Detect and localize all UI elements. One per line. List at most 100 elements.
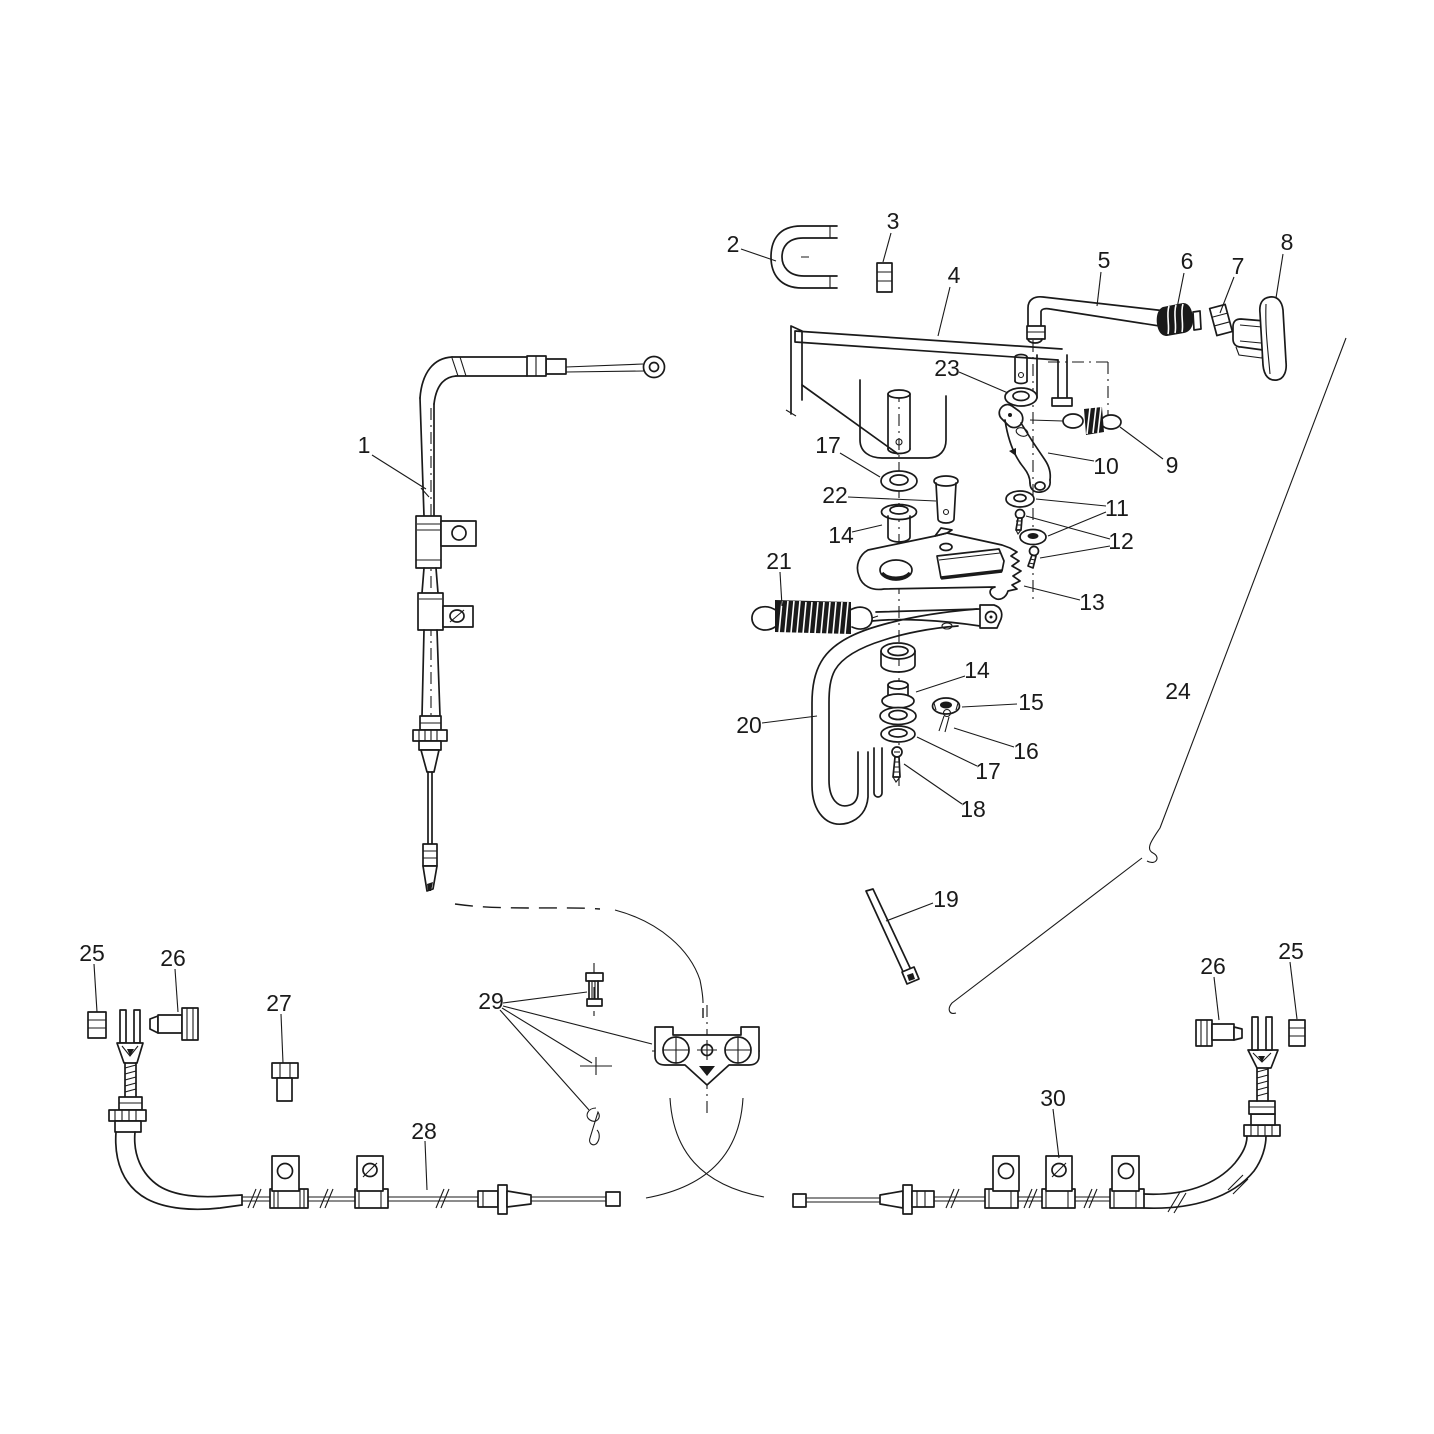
callout-15: 15 (1018, 689, 1044, 715)
part-23-washer (1004, 387, 1038, 407)
callout-1: 1 (358, 432, 371, 458)
callout-4: 4 (948, 262, 961, 288)
callout-14-upper: 14 (828, 522, 854, 548)
leader-22 (847, 496, 937, 502)
part-14-bushing-lower (881, 680, 915, 709)
callout-14-lower: 14 (964, 657, 990, 683)
part-19-rod (865, 888, 920, 985)
leader-7 (1219, 276, 1235, 314)
callout-24: 24 (1165, 678, 1191, 704)
callout-30: 30 (1040, 1085, 1066, 1111)
callout-27: 27 (266, 990, 292, 1016)
leader-30 (1052, 1108, 1060, 1159)
callout-11: 11 (1105, 495, 1129, 521)
callout-5: 5 (1098, 247, 1111, 273)
part-6-grip-collar (1156, 303, 1202, 336)
part-9-spring-link (1029, 406, 1122, 435)
part-18-screw (891, 746, 903, 783)
callout-9: 9 (1166, 452, 1179, 478)
leader-11 (1035, 498, 1107, 537)
part-17-washer-upper (880, 470, 918, 492)
part-24-cable-run (948, 337, 1347, 1014)
part-22-clevis-pin (933, 475, 959, 524)
part-29-hardware-set (580, 972, 760, 1146)
leader-23 (958, 371, 1009, 394)
part-20-pivot-bracket (811, 604, 1003, 826)
leader-1 (371, 454, 427, 490)
leader-10 (1047, 452, 1095, 462)
leader-8 (1275, 253, 1284, 299)
part-28-brake-cable-left (108, 1009, 621, 1215)
callout-7: 7 (1232, 253, 1245, 279)
leader-15 (961, 703, 1018, 708)
part-16-cotter-pin (938, 708, 952, 733)
part-25-nut-left (87, 1011, 107, 1039)
leader-17-lower (916, 736, 978, 767)
leader-25-right (1289, 961, 1298, 1020)
leader-16 (953, 727, 1015, 748)
leader-6 (1176, 272, 1185, 309)
leader-9 (1119, 426, 1164, 460)
part-4-mount-bracket (785, 325, 1073, 459)
callout-6: 6 (1181, 248, 1194, 274)
callout-25-left: 25 (79, 940, 105, 966)
leader-28 (424, 1140, 428, 1191)
leader-2 (740, 248, 777, 262)
leader-25-left (93, 963, 98, 1013)
routing-lines (454, 903, 765, 1199)
part-3-spacer (876, 262, 893, 293)
callout-18: 18 (960, 796, 986, 822)
callout-12: 12 (1108, 528, 1134, 554)
callout-3: 3 (887, 208, 900, 234)
leader-17-upper (839, 452, 881, 478)
callout-17-lower: 17 (975, 758, 1001, 784)
part-30-brake-cable-right (792, 1016, 1281, 1215)
part-27-bolt (271, 1062, 299, 1102)
callout-10: 10 (1093, 453, 1119, 479)
part-25-nut-right (1288, 1019, 1306, 1047)
callout-labels: 1 2 3 4 5 6 7 8 9 10 11 12 13 14 14 15 1… (79, 208, 1304, 1144)
part-11-washers (1005, 490, 1047, 546)
callout-13: 13 (1079, 589, 1105, 615)
callout-8: 8 (1281, 229, 1294, 255)
callout-22: 22 (822, 482, 848, 508)
leader-3 (882, 232, 892, 263)
part-8-t-handle (1232, 296, 1288, 381)
callout-29: 29 (478, 988, 504, 1014)
leader-14-upper (851, 524, 883, 533)
part-5-rod (1026, 295, 1167, 344)
callout-16: 16 (1013, 738, 1039, 764)
part-12-screws (1014, 508, 1040, 569)
part-26-bolt-right (1195, 1019, 1243, 1047)
leader-21 (779, 571, 783, 607)
leader-19 (885, 902, 934, 922)
leader-20 (761, 715, 818, 724)
callout-25-right: 25 (1278, 938, 1304, 964)
part-7-spacer (1208, 303, 1234, 337)
center-lines (430, 340, 1109, 1118)
part-2-u-clamp (770, 225, 838, 289)
leader-26-left (174, 968, 179, 1013)
leader-14-lower (915, 675, 966, 693)
part-10-idle-lever (998, 403, 1052, 494)
part-17-washer-lower (879, 706, 917, 743)
leader-13 (1023, 585, 1081, 601)
part-15-nut (931, 697, 961, 715)
callout-20: 20 (736, 712, 762, 738)
callout-26-left: 26 (160, 945, 186, 971)
callout-17-upper: 17 (815, 432, 841, 458)
callout-21: 21 (766, 548, 792, 574)
callout-23: 23 (934, 355, 960, 381)
part-26-bolt-left (149, 1007, 199, 1041)
part-14-bushing-upper (880, 503, 918, 543)
callout-2: 2 (727, 231, 740, 257)
callout-26-right: 26 (1200, 953, 1226, 979)
callout-19: 19 (933, 886, 959, 912)
part-21-spring (751, 600, 879, 635)
leader-lines (93, 232, 1298, 1191)
callout-28: 28 (411, 1118, 437, 1144)
leader-29 (499, 991, 653, 1111)
leader-26-right (1213, 976, 1220, 1021)
